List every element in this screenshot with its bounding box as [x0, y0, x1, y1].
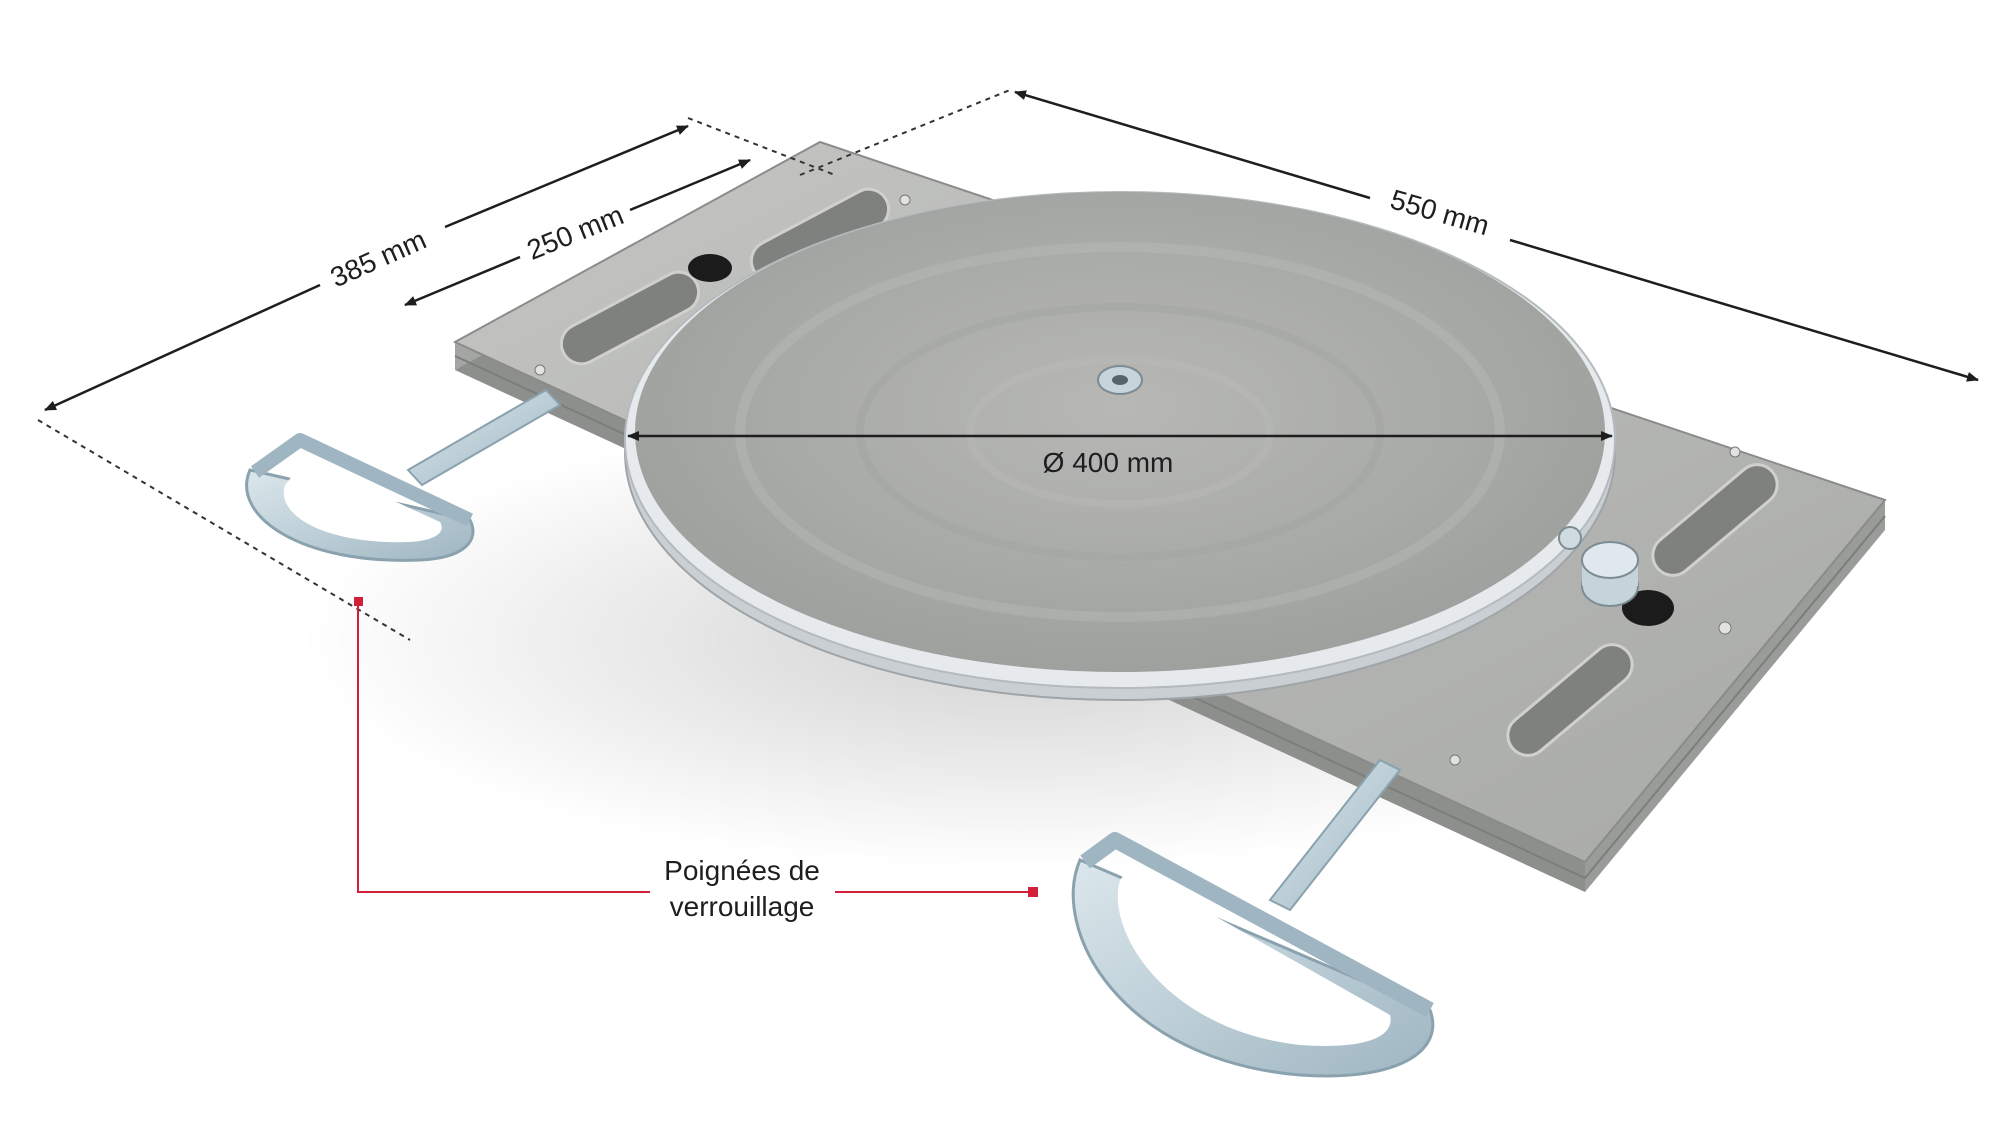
- locking-pin: [1558, 526, 1639, 607]
- rubber-pad-left: [688, 254, 732, 282]
- callout-label-line1: Poignées de: [664, 855, 820, 886]
- dim-385-label: 385 mm: [326, 224, 431, 293]
- rotating-disc: [624, 191, 1616, 701]
- rubber-pad-right: [1622, 590, 1674, 626]
- dim-400: Ø 400 mm: [627, 431, 1613, 478]
- callout-label-line2: verrouillage: [670, 891, 815, 922]
- dim-400-label: Ø 400 mm: [1043, 447, 1174, 478]
- handles-callout: Poignées de verrouillage: [354, 597, 1038, 922]
- dim-550-label: 550 mm: [1387, 184, 1493, 242]
- right-slots: [1506, 463, 1779, 757]
- locking-handle-left: [245, 388, 562, 562]
- locking-handle-right: [1071, 758, 1435, 1078]
